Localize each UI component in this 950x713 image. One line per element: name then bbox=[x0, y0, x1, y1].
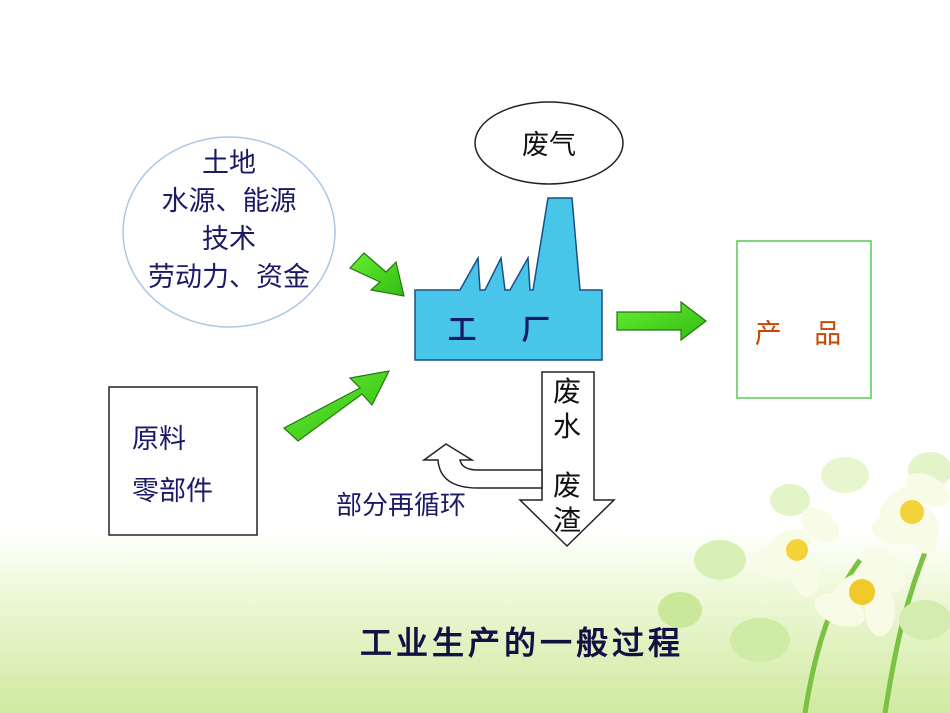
waste-water-char-2: 水 bbox=[552, 410, 581, 443]
gas-ellipse bbox=[474, 101, 624, 185]
components-label: 零部件 bbox=[132, 476, 213, 507]
product-label: 产 品 bbox=[754, 319, 854, 350]
input-water-energy: 水源、能源 bbox=[161, 186, 297, 217]
waste-down-arrow bbox=[518, 371, 616, 548]
inputs-to-factory-arrow bbox=[348, 252, 405, 297]
input-technology: 技术 bbox=[202, 224, 256, 255]
waste-water-char-1: 废 bbox=[552, 375, 581, 408]
waste-gas-label: 废气 bbox=[522, 130, 576, 161]
recycle-label: 部分再循环 bbox=[336, 491, 467, 521]
waste-residue-label: 废 渣 bbox=[544, 468, 590, 538]
materials-text-group: 原料 零部件 bbox=[132, 414, 213, 518]
waste-residue-char-2: 渣 bbox=[552, 504, 581, 537]
materials-box bbox=[108, 386, 258, 536]
factory-label: 工 厂 bbox=[448, 313, 568, 346]
inputs-text-group: 土地 水源、能源 技术 劳动力、资金 bbox=[124, 145, 334, 297]
materials-to-factory-arrow bbox=[282, 370, 391, 442]
input-land: 土地 bbox=[202, 148, 256, 179]
factory-to-product-arrow bbox=[616, 300, 707, 342]
waste-water-label: 废 水 bbox=[544, 374, 590, 444]
waste-residue-char-1: 废 bbox=[552, 469, 581, 502]
inputs-circle bbox=[122, 136, 336, 328]
recycle-arrow bbox=[421, 443, 543, 489]
factory-shape bbox=[414, 197, 603, 361]
raw-materials-label: 原料 bbox=[132, 424, 186, 455]
product-box bbox=[736, 240, 872, 399]
flower-decoration bbox=[658, 452, 950, 713]
input-labor-capital: 劳动力、资金 bbox=[148, 262, 310, 293]
page-title: 工业生产的一般过程 bbox=[359, 624, 684, 662]
